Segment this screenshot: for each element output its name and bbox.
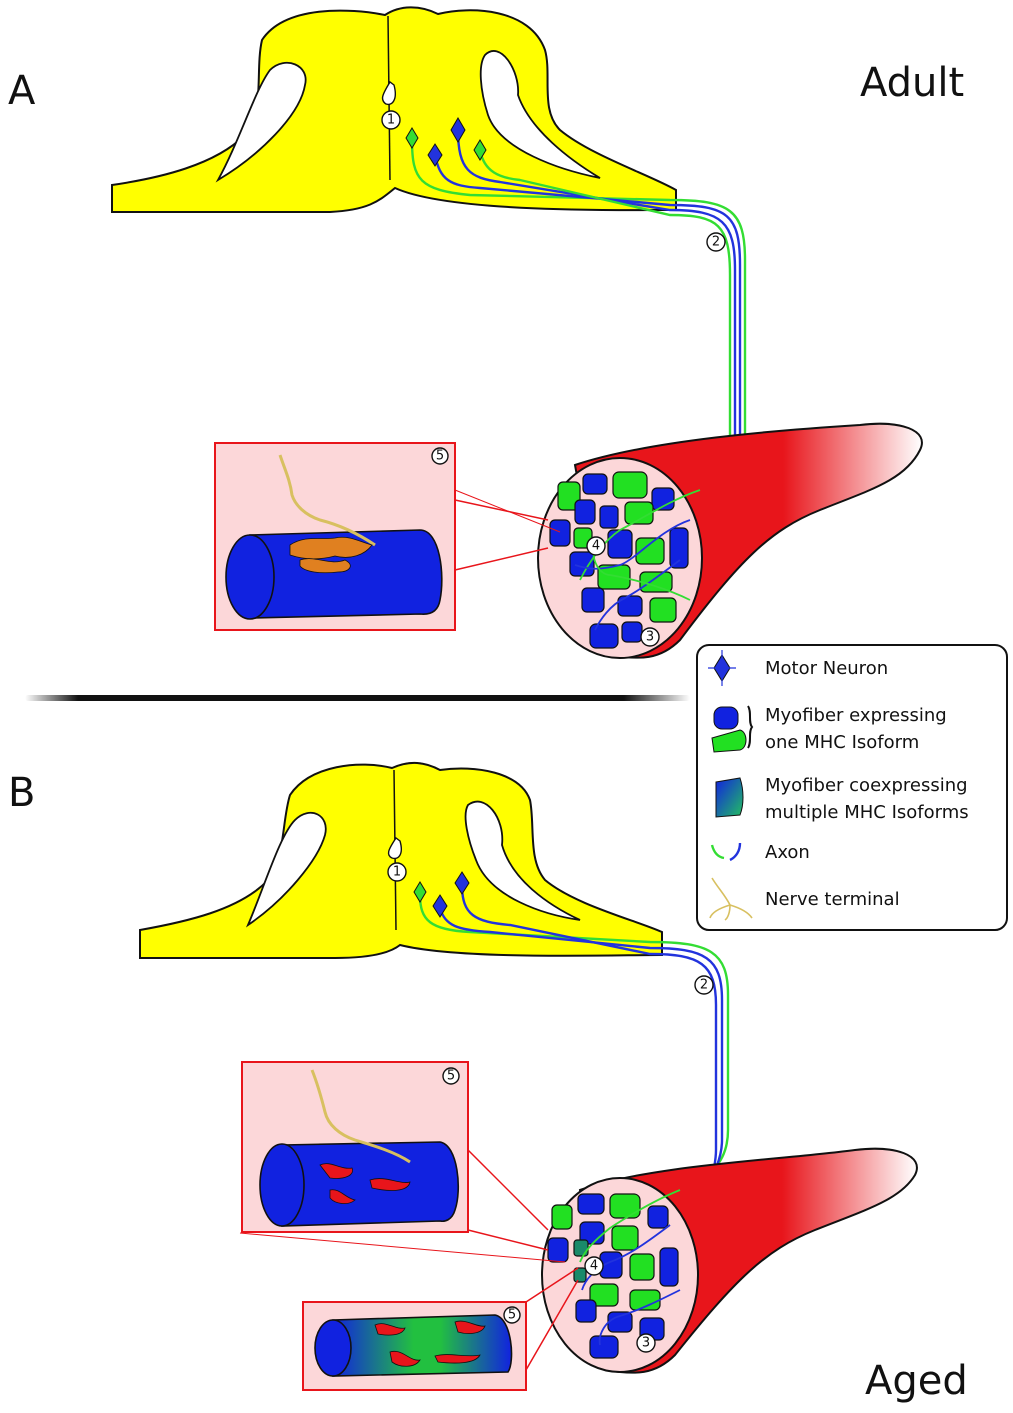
- panel-b-letter: B: [8, 770, 35, 816]
- marker-3-b: 3: [642, 1336, 650, 1351]
- legend-myofiber-multi-line1: Myofiber coexpressing: [765, 775, 968, 796]
- motor-neurons-b: [413, 871, 470, 918]
- legend-myofiber-one-line1: Myofiber expressing: [765, 705, 947, 726]
- legend: Motor Neuron Myofiber expressing one MHC…: [696, 644, 1008, 931]
- panel-divider: [25, 695, 690, 701]
- legend-axon-label: Axon: [765, 842, 810, 863]
- legend-nerve-terminal-icon: [709, 877, 753, 921]
- marker-2-a: 2: [712, 235, 720, 250]
- coexpressing-inset-b-bottom: 5: [302, 1267, 579, 1391]
- intramuscular-axons-a: [574, 489, 701, 631]
- marker-2-b: 2: [700, 978, 708, 993]
- panel-a-condition: Adult: [860, 60, 964, 106]
- marker-5-b-bottom: 5: [508, 1308, 516, 1323]
- markers-b: 1 2 3 4: [387, 862, 714, 1353]
- myofiber-cylinder-b-top: [259, 1141, 460, 1227]
- marker-5-a: 5: [436, 449, 444, 464]
- spinal-cord-b: [139, 762, 663, 959]
- motor-neurons-a: [405, 117, 487, 167]
- myofiber-cylinder-b-bottom: [314, 1314, 513, 1377]
- legend-myofiber-one-line2: one MHC Isoform: [765, 732, 919, 753]
- legend-motor-neuron-icon: [708, 650, 736, 686]
- denervated-endplate-b-bottom: [374, 1320, 486, 1367]
- marker-4-a: 4: [592, 539, 600, 554]
- nerve-terminal-branch-a: [278, 454, 376, 547]
- marker-5-b-top: 5: [447, 1069, 455, 1084]
- legend-axon-icon: [710, 842, 742, 862]
- nerve-terminal-branch-b: [310, 1069, 411, 1164]
- panel-a-letter: A: [8, 68, 36, 114]
- nerve-terminal-inset-a: 5: [214, 442, 561, 631]
- legend-nerve-terminal-label: Nerve terminal: [765, 889, 900, 910]
- legend-myofiber-one-icon: [711, 705, 754, 753]
- legend-myofiber-multi-line2: multiple MHC Isoforms: [765, 802, 969, 823]
- marker-3-a: 3: [646, 630, 654, 645]
- legend-motor-neuron-label: Motor Neuron: [765, 658, 888, 679]
- muscle-b: [541, 1147, 918, 1374]
- marker-1-b: 1: [393, 865, 401, 880]
- endplate-a: [289, 536, 373, 574]
- muscle-a: [537, 422, 923, 659]
- denervated-endplate-b: [319, 1163, 411, 1204]
- spinal-cord-a: [111, 6, 677, 213]
- legend-myofiber-multi-icon: [715, 777, 744, 818]
- nerve-terminal-inset-b-top: 5: [239, 1061, 566, 1263]
- panel-b-condition: Aged: [865, 1358, 968, 1404]
- marker-1-a: 1: [387, 113, 395, 128]
- marker-4-b: 4: [590, 1259, 598, 1274]
- markers-a: 1 2 3 4: [381, 110, 726, 647]
- intramuscular-axons-b: [579, 1189, 681, 1346]
